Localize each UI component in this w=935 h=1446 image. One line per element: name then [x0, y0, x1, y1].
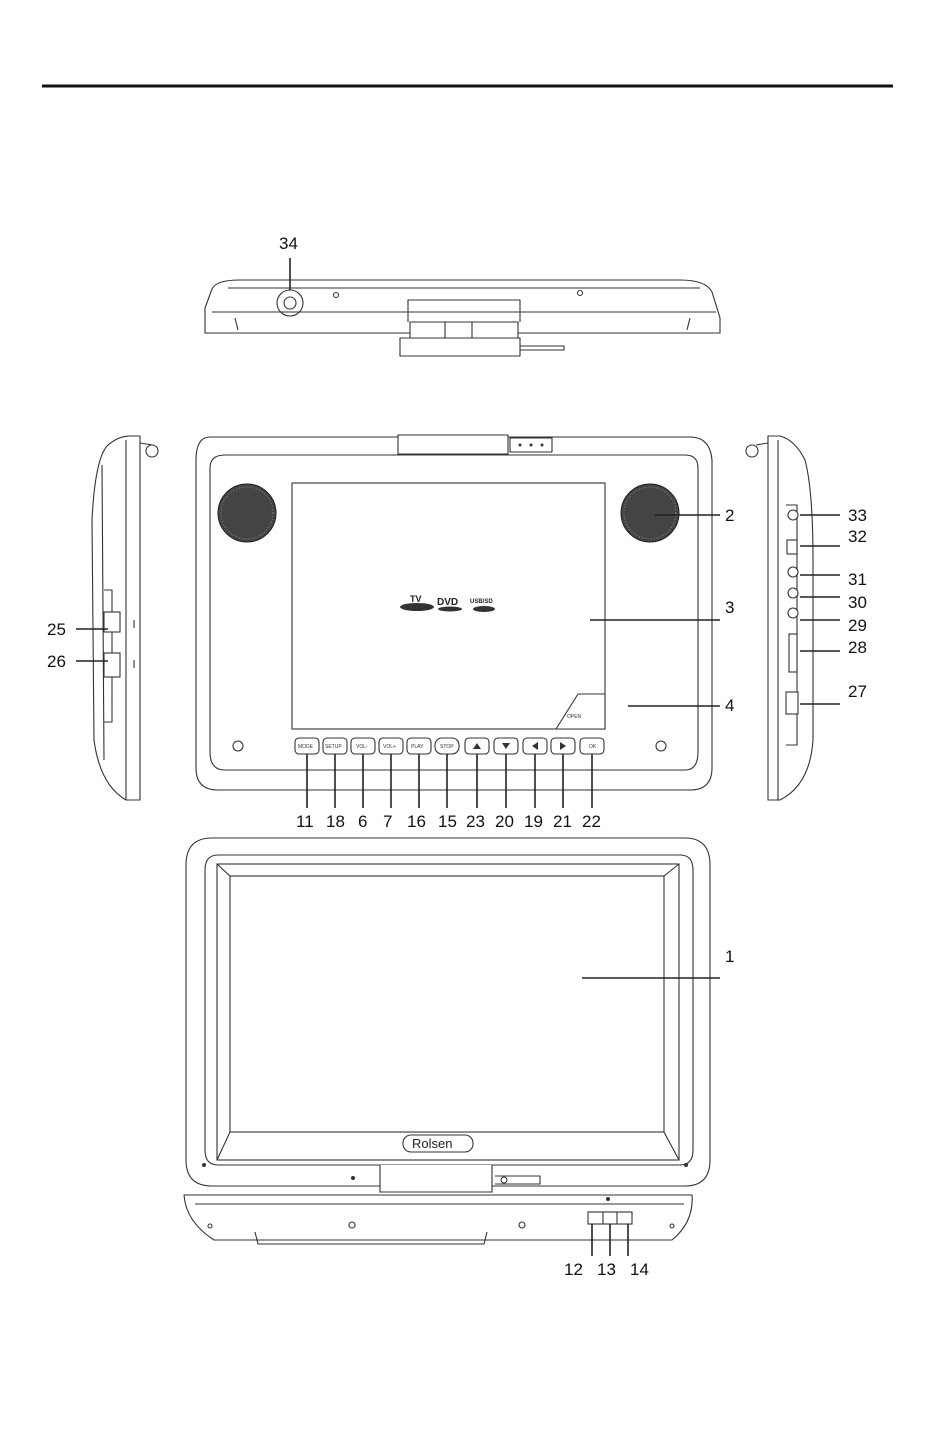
svg-text:DVD: DVD — [437, 597, 458, 608]
callout-30: 30 — [848, 593, 867, 612]
callout-29: 29 — [848, 616, 867, 635]
button-leaders — [307, 754, 592, 808]
callout-13: 13 — [597, 1260, 616, 1279]
jack-29 — [788, 608, 798, 618]
callout-28: 28 — [848, 638, 867, 657]
screen-view: Rolsen — [184, 838, 710, 1256]
svg-text:USB/SD: USB/SD — [470, 599, 493, 605]
format-logos: TV DVD USB/SD — [400, 594, 495, 612]
callout-6: 6 — [358, 812, 367, 831]
callout-16: 16 — [407, 812, 426, 831]
svg-text:OPEN: OPEN — [567, 714, 582, 720]
svg-text:OK: OK — [589, 744, 597, 750]
callout-14: 14 — [630, 1260, 649, 1279]
callout-32: 32 — [848, 527, 867, 546]
callout-11: 11 — [296, 812, 314, 831]
front-view: TV DVD USB/SD OPEN MODE SETUP VOL- VOL+ … — [196, 435, 712, 790]
callout-31: 31 — [848, 570, 867, 589]
callout-12: 12 — [564, 1260, 583, 1279]
callout-25: 25 — [47, 620, 66, 639]
open-button-4[interactable] — [556, 694, 605, 729]
lcd-screen-1 — [217, 864, 679, 1160]
top-view — [205, 258, 720, 356]
svg-text:TV: TV — [410, 594, 422, 604]
card-slot-28 — [789, 634, 797, 672]
control-buttons: MODE SETUP VOL- VOL+ PLAY STOP OK — [295, 738, 604, 754]
callout-15: 15 — [438, 812, 457, 831]
callout-19: 19 — [524, 812, 543, 831]
svg-text:SETUP: SETUP — [325, 744, 342, 750]
callout-22: 22 — [582, 812, 601, 831]
callout-23: 23 — [466, 812, 485, 831]
left-side-view — [76, 436, 158, 800]
svg-text:MODE: MODE — [298, 744, 314, 750]
callout-34: 34 — [279, 234, 298, 253]
port-26 — [104, 653, 120, 677]
callout-3: 3 — [725, 598, 734, 617]
switch-32 — [787, 540, 797, 554]
speaker-right — [621, 484, 679, 542]
svg-text:PLAY: PLAY — [411, 744, 424, 750]
callout-33: 33 — [848, 506, 867, 525]
callout-27: 27 — [848, 682, 867, 701]
callout-2: 2 — [725, 506, 734, 525]
svg-text:VOL+: VOL+ — [383, 744, 396, 750]
jack-33 — [788, 510, 798, 520]
svg-text:STOP: STOP — [440, 744, 454, 750]
callout-18: 18 — [326, 812, 345, 831]
callout-labels: 34 2 3 4 1 25 26 33 32 31 30 29 28 27 11… — [47, 234, 867, 1279]
jack-30 — [788, 588, 798, 598]
callout-1: 1 — [725, 947, 734, 966]
callout-20: 20 — [495, 812, 514, 831]
right-side-view — [746, 436, 840, 800]
callout-4: 4 — [725, 696, 734, 715]
callout-26: 26 — [47, 652, 66, 671]
callout-21: 21 — [553, 812, 572, 831]
svg-text:Rolsen: Rolsen — [412, 1136, 452, 1151]
svg-text:VOL-: VOL- — [356, 744, 368, 750]
bottom-controls — [588, 1212, 632, 1224]
jack-31 — [788, 567, 798, 577]
callout-7: 7 — [383, 812, 392, 831]
speaker-left — [218, 484, 276, 542]
usb-port-27 — [786, 692, 798, 714]
